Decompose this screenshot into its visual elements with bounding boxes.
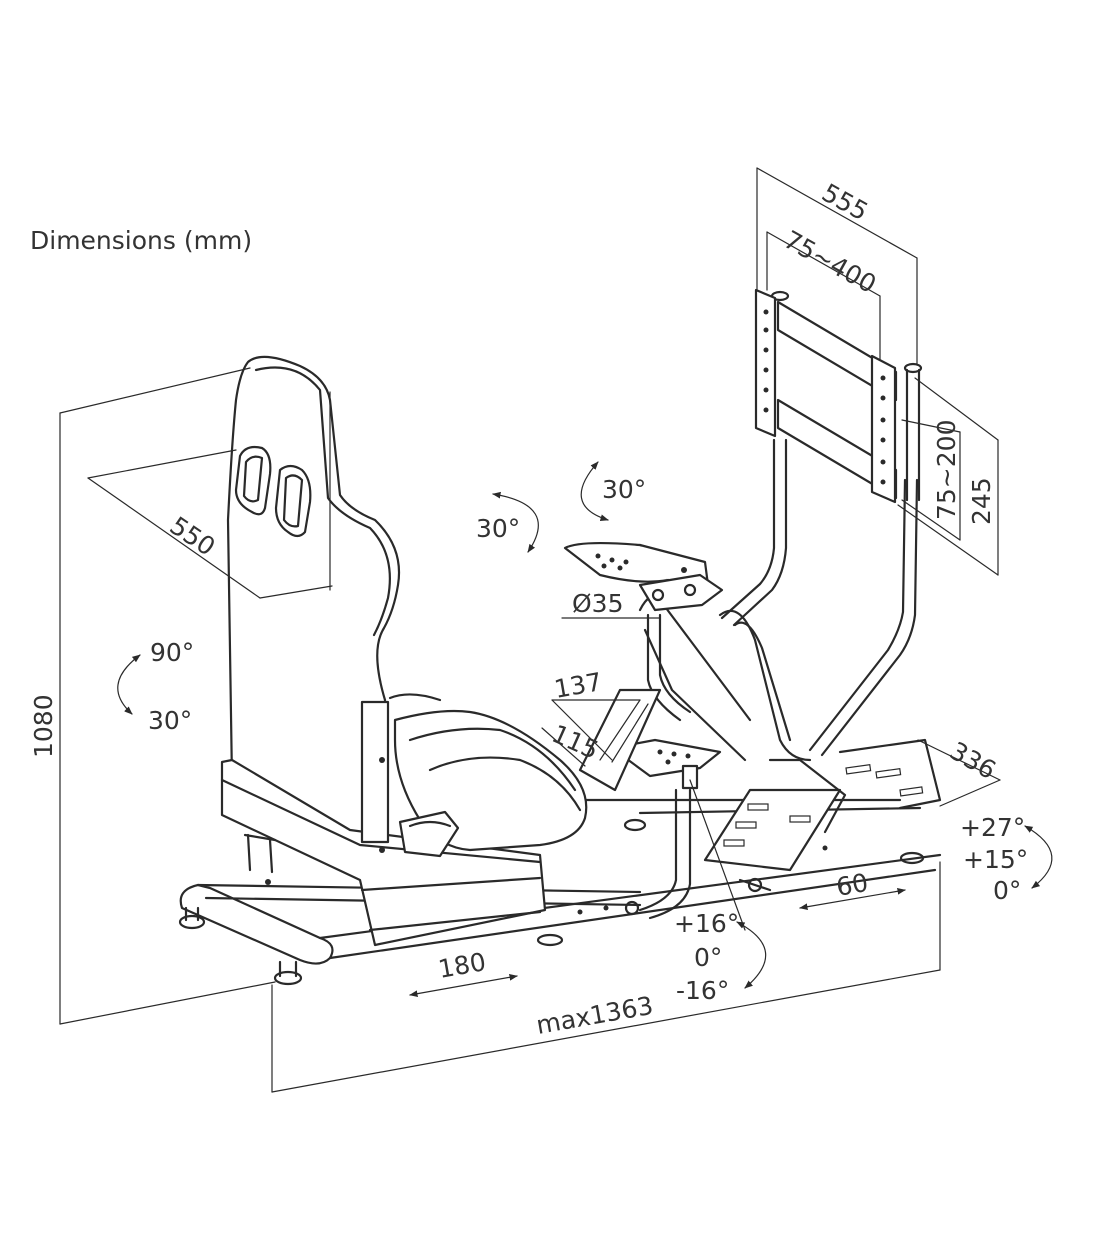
pedal-tilt-up: +16° (674, 909, 739, 938)
pedal-tilt-down: -16° (676, 976, 729, 1005)
backrest-top-angle: 90° (150, 638, 194, 667)
angle-arrows (117, 461, 1053, 989)
vesa-span-label: 555 (817, 178, 873, 226)
pedal-137-label: 137 (552, 667, 604, 704)
dimension-lines (59, 167, 1001, 1093)
seat-slide-label: 180 (436, 947, 488, 984)
vesa-horizontal-label: 75~400 (779, 225, 881, 299)
pedal-tilt-zero: 0° (694, 943, 722, 972)
base-tilt-mid: +15° (963, 845, 1028, 874)
vesa-vertical-label: 75~200 (932, 420, 961, 520)
seat-width-label: 550 (165, 511, 221, 562)
base-tilt-zero: 0° (993, 876, 1021, 905)
height-label: 1080 (29, 694, 58, 758)
page-title: Dimensions (mm) (30, 226, 252, 255)
monitor-stand (563, 288, 923, 920)
wheel-tilt-angle-b: 30° (476, 514, 520, 543)
wheel-tube-label: Ø35 (572, 589, 624, 618)
backrest-bottom-angle: 30° (148, 706, 192, 735)
racing-seat (220, 355, 588, 947)
wheel-tilt-angle-a: 30° (602, 475, 646, 504)
mount-height-label: 245 (967, 477, 996, 525)
base-width-label: 336 (945, 736, 1001, 785)
pedal-slide-label: 60 (834, 868, 870, 902)
base-tilt-up: +27° (960, 813, 1025, 842)
